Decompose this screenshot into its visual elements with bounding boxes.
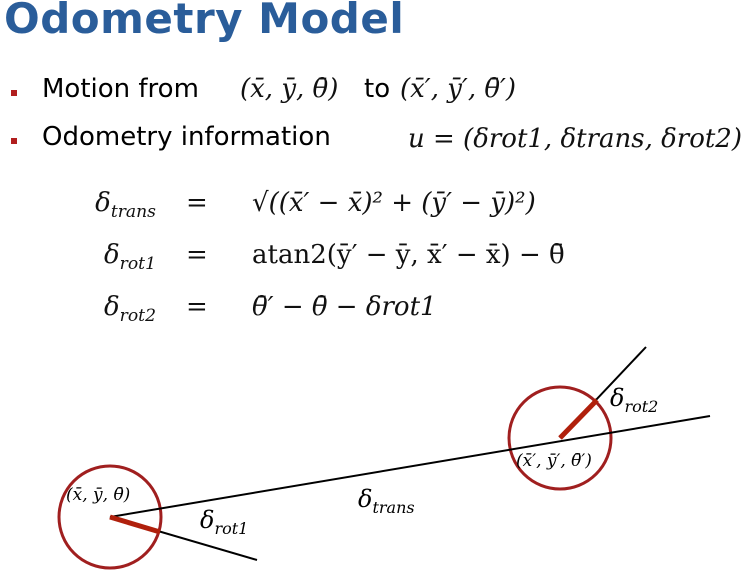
- start-pose-circle: [57, 464, 163, 570]
- end-pose-circle: [507, 385, 613, 491]
- bullet-motion: Motion from (x̄, ȳ, θ̄) to (x̄′, ȳ′, θ̄′…: [8, 74, 754, 122]
- motion-connector: to: [364, 74, 391, 104]
- rot2-label: δrot2: [610, 384, 658, 416]
- equation-lhs: δrot2: [104, 292, 156, 326]
- rot1-label: δrot1: [200, 506, 248, 538]
- slide-title: Odometry Model: [4, 0, 405, 43]
- motion-to-pose: (x̄′, ȳ′, θ̄′): [400, 74, 517, 104]
- bullet-motion-label: Motion from: [42, 74, 199, 104]
- end-heading-indicator: [558, 398, 599, 440]
- bullet-list: Motion from (x̄, ȳ, θ̄) to (x̄′, ȳ′, θ̄′…: [8, 74, 754, 170]
- bullet-marker: [11, 138, 17, 144]
- trans-label: δtrans: [358, 485, 415, 517]
- bullet-odometry-label: Odometry information: [42, 122, 331, 152]
- motion-from-pose: (x̄, ȳ, θ̄): [240, 74, 339, 104]
- equation-equals: =: [186, 188, 208, 218]
- equation-equals: =: [186, 292, 208, 322]
- translation-line: [109, 415, 711, 518]
- equation-rhs: √((x̄′ − x̄)² + (ȳ′ − ȳ)²): [252, 188, 536, 218]
- bullet-marker: [11, 90, 17, 96]
- equation-rhs: θ̄′ − θ̄ − δrot1: [252, 292, 437, 322]
- equation-lhs: δtrans: [95, 188, 156, 222]
- bullet-odometry: Odometry information u = (δrot1, δtrans,…: [8, 122, 754, 170]
- equation-equals: =: [186, 240, 208, 270]
- equation-rhs: atan2(ȳ′ − ȳ, x̄′ − x̄) − θ̄: [252, 240, 565, 270]
- start-pose-label: (x̄, ȳ, θ̄): [66, 485, 130, 505]
- end-pose-label: (x̄′, ȳ′, θ̄′): [516, 451, 592, 471]
- odometry-vector: u = (δrot1, δtrans, δrot2): [408, 124, 742, 154]
- start-heading-indicator: [109, 514, 161, 535]
- equation-lhs: δrot1: [104, 240, 156, 274]
